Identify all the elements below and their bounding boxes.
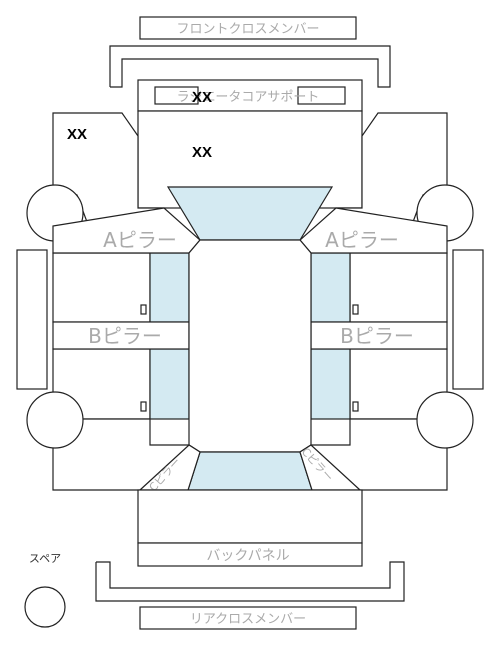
right-front-door-handle <box>352 304 359 315</box>
left-side-step[interactable] <box>16 249 48 390</box>
right-front-window[interactable] <box>310 252 351 323</box>
a-pillar-right-label: Aピラー <box>325 228 399 252</box>
right-rear-window[interactable] <box>310 348 351 420</box>
b-pillar-right-label: Bピラー <box>340 324 414 348</box>
a-pillar-left-label: Aピラー <box>103 228 177 252</box>
rear-bracket <box>95 561 405 602</box>
right-side-step[interactable] <box>452 249 484 390</box>
left-fender-mark: XX <box>67 126 87 143</box>
rear-window[interactable] <box>187 451 313 491</box>
left-rear-window[interactable] <box>149 348 190 420</box>
roof[interactable] <box>188 239 312 453</box>
spare-label: スペア <box>29 552 61 565</box>
rear-left-wheel[interactable] <box>26 391 84 449</box>
spare-tire[interactable] <box>24 586 66 628</box>
hood-mark: XX <box>192 144 212 161</box>
front-bracket <box>109 45 391 88</box>
b-pillar-left-label: Bピラー <box>88 324 162 348</box>
trunk[interactable] <box>137 489 363 544</box>
left-front-window[interactable] <box>149 252 190 323</box>
core-support-mark: XX <box>192 89 212 106</box>
rear-right-wheel[interactable] <box>416 391 474 449</box>
back-panel[interactable]: バックパネル <box>137 542 363 567</box>
rear-cross-member-label: リアクロスメンバー <box>190 612 306 627</box>
front-cross-member-label: フロントクロスメンバー <box>176 22 319 37</box>
left-front-door[interactable] <box>52 252 151 323</box>
radiator-support-label: ラジエータコアサポート <box>177 90 320 105</box>
right-front-door[interactable] <box>349 252 448 323</box>
rear-cross-member[interactable]: リアクロスメンバー <box>139 606 357 630</box>
front-cross-member[interactable]: フロントクロスメンバー <box>139 16 357 40</box>
back-panel-label: バックパネル <box>206 548 289 564</box>
windshield[interactable] <box>166 186 334 241</box>
right-b-pillar[interactable] <box>310 321 448 350</box>
left-rear-door-handle <box>140 401 147 412</box>
radiator-core-support[interactable]: ラジエータコアサポート <box>137 79 363 112</box>
right-rear-door-handle <box>352 401 359 412</box>
left-front-door-handle <box>140 304 147 315</box>
left-b-pillar[interactable] <box>52 321 190 350</box>
